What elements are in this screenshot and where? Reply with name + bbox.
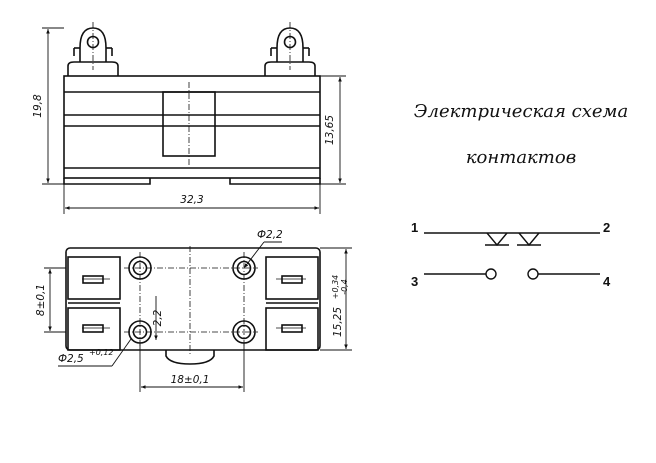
nc-contact-marker-right xyxy=(518,232,540,247)
side-view-dimensions xyxy=(42,27,346,214)
contact-block-4 xyxy=(265,307,319,351)
contact-schematic xyxy=(424,232,600,280)
right-terminal xyxy=(264,22,316,76)
pin-2-label: 2 xyxy=(603,220,610,235)
switch-body xyxy=(63,75,321,179)
dim-offset: 2,2 xyxy=(152,309,164,326)
dim-width: 15,25 xyxy=(332,307,344,337)
dim-spacing-horizontal: 18±0,1 xyxy=(171,374,210,386)
dim-width-tolerance-upper: +0,34 xyxy=(331,275,340,300)
dim-body-height: 13,65 xyxy=(324,115,336,145)
pin-3-label: 3 xyxy=(411,274,418,289)
pin-1-label: 1 xyxy=(411,220,418,235)
left-terminal xyxy=(67,22,119,76)
side-view xyxy=(63,22,321,185)
schematic-title: Электрическая схема xyxy=(413,101,629,122)
no-contact-left-terminal xyxy=(485,268,497,280)
schematic-subtitle: контактов xyxy=(465,147,577,168)
dim-mount-diameter-tolerance: +0,12 xyxy=(89,348,114,357)
nc-contact-marker-left xyxy=(486,232,508,247)
contact-block-3 xyxy=(67,307,121,351)
contact-block-2 xyxy=(265,256,319,300)
plan-view-dimensions xyxy=(44,241,352,392)
dim-spacing-vertical: 8±0,1 xyxy=(35,284,47,316)
dim-mount-diameter: Ф2,5 xyxy=(58,353,84,365)
contact-block-1 xyxy=(67,256,121,300)
plan-view xyxy=(65,246,321,365)
pin-4-label: 4 xyxy=(603,274,611,289)
dim-total-height: 19,8 xyxy=(32,94,44,118)
no-contact-right-terminal xyxy=(527,268,539,280)
dim-width-tolerance-lower: -0,4 xyxy=(340,279,349,295)
dim-length: 32,3 xyxy=(180,194,203,206)
plan-body xyxy=(65,247,321,351)
dim-hole-diameter: Ф2,2 xyxy=(257,229,283,241)
